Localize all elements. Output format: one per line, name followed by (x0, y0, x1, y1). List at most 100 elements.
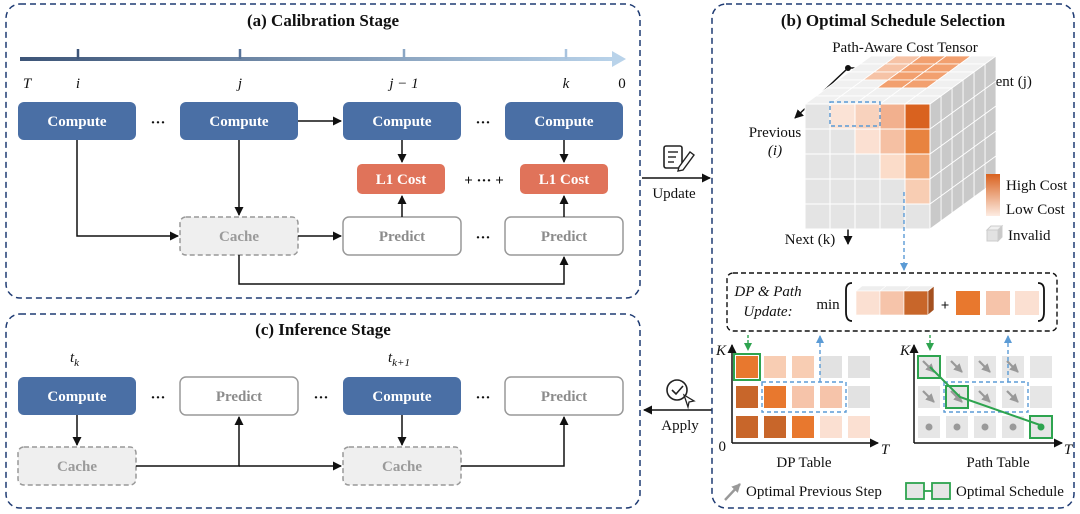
l1-cost-label-1: L1 Cost (376, 172, 426, 188)
compute-label-1: Compute (47, 114, 107, 130)
update-cube-front (855, 290, 881, 316)
cache-box-c2: Cache (342, 446, 462, 486)
document-edit-icon (663, 145, 695, 172)
cube-front-cell (879, 178, 906, 205)
l1-cost-box-2: L1 Cost (520, 164, 608, 194)
path-schedule-cell-3 (1029, 415, 1053, 439)
cube-front-cell (854, 128, 881, 155)
path-prev-step-arrow (1006, 360, 1019, 373)
dp-cell (848, 356, 870, 378)
dp-cell (736, 386, 758, 408)
compute-label-c1: Compute (47, 389, 107, 405)
apply-label: Apply (661, 418, 699, 434)
path-grid (917, 355, 1053, 439)
path-table: K T Path Table (899, 335, 1074, 471)
dp-cell (764, 386, 786, 408)
dp-blue-highlight (761, 381, 847, 413)
cube-front-cell (804, 103, 831, 130)
path-terminal-dot (1009, 423, 1017, 431)
plus-dots: + ··· + (464, 173, 504, 189)
cube-front-cell (904, 153, 931, 180)
cube-front-cell (879, 103, 906, 130)
cube-front-cell (879, 128, 906, 155)
predict-label-a1: Predict (379, 229, 425, 245)
cube-front-cell (854, 153, 881, 180)
cube-front-cell (904, 103, 931, 130)
compute-label-3: Compute (372, 114, 432, 130)
path-schedule-cell-2 (945, 385, 969, 409)
optimal-schedule-path (929, 366, 1041, 426)
timeline-label-i: i (76, 76, 80, 92)
predict-box-a2: Predict (504, 216, 624, 256)
predict-box-c2: Predict (504, 376, 624, 416)
dots-c1: ··· (150, 390, 165, 406)
arrow-cache-predict2 (238, 255, 569, 285)
cube-front-cell (904, 128, 931, 155)
cube-front-cell (804, 203, 831, 230)
dp-cell (820, 386, 842, 408)
dots-a1: ··· (150, 115, 165, 131)
cube-front-cell (829, 203, 856, 230)
dp-axis-K: K (715, 343, 727, 359)
left-paren (845, 282, 853, 322)
panel-b-border (711, 3, 1075, 509)
dp-cell (820, 416, 842, 438)
cube-front-cell (804, 178, 831, 205)
panel-inference-stage: (c) Inference Stage tk tk+1 Compute ··· … (5, 313, 641, 509)
path-terminal-dot (981, 423, 989, 431)
dp-cell (792, 416, 814, 438)
update-cost-slice (855, 285, 935, 316)
axis-previous-label: Previous (749, 125, 802, 141)
update-cube-side (927, 285, 935, 316)
dp-cell (792, 386, 814, 408)
cube-front-cell (854, 203, 881, 230)
dp-cell (736, 356, 758, 378)
panel-calibration-stage: (a) Calibration Stage T i j j − 1 k 0 Co… (5, 3, 641, 299)
compute-box-c2: Compute (343, 377, 461, 415)
predict-label-c1: Predict (216, 389, 262, 405)
update-plus: + (941, 298, 950, 314)
path-table-label: Path Table (966, 455, 1030, 471)
min-label: min (816, 297, 840, 313)
cube-selection-highlight (829, 101, 881, 127)
dp-cell (736, 416, 758, 438)
path-prev-step-arrow (922, 390, 935, 403)
cache-box-c1: Cache (17, 446, 137, 486)
legend-low-cost: Low Cost (1006, 202, 1066, 218)
legend-invalid: Invalid (1008, 228, 1051, 244)
cost-legend-gradient (986, 174, 1000, 216)
predict-box-a1: Predict (342, 216, 462, 256)
cache-label-c2: Cache (382, 459, 422, 475)
panel-a-border (5, 3, 641, 299)
compute-box-2: Compute (180, 102, 298, 140)
dp-cell (764, 356, 786, 378)
path-cell (1030, 356, 1052, 378)
arrow-c-cache2-predict2 (461, 416, 569, 467)
dp-update-label-2: Update: (743, 304, 792, 320)
dots-c3: ··· (475, 390, 490, 406)
path-prev-step-arrow (950, 360, 963, 373)
axis-previous-var: (i) (768, 143, 782, 159)
cache-label-c1: Cache (57, 459, 97, 475)
cube-front-cell (879, 153, 906, 180)
label-t-k: tk (70, 350, 80, 369)
dp-table: K 0 T DP Table (715, 335, 891, 471)
l1-cost-label-2: L1 Cost (539, 172, 589, 188)
cube-front-cell (854, 178, 881, 205)
legend-high-cost: High Cost (1006, 178, 1068, 194)
cube-front-cell (829, 128, 856, 155)
panel-b-title: (b) Optimal Schedule Selection (781, 11, 1006, 30)
label-t-k1: tk+1 (388, 350, 410, 369)
path-prev-step-arrow (978, 360, 991, 373)
cube-front-cell (829, 153, 856, 180)
tensor-label: Path-Aware Cost Tensor (832, 40, 978, 56)
arrow-c-cache1-predict1 (136, 416, 244, 467)
predict-box-c1: Predict (179, 376, 299, 416)
timeline-label-k: k (563, 76, 570, 92)
dp-cell (848, 386, 870, 408)
dp-table-label: DP Table (776, 455, 832, 471)
arrow-compute1-cache (76, 140, 179, 241)
path-axis-K: K (899, 343, 911, 359)
path-axis-T: T (1064, 442, 1074, 458)
dp-axis-T: T (881, 442, 891, 458)
